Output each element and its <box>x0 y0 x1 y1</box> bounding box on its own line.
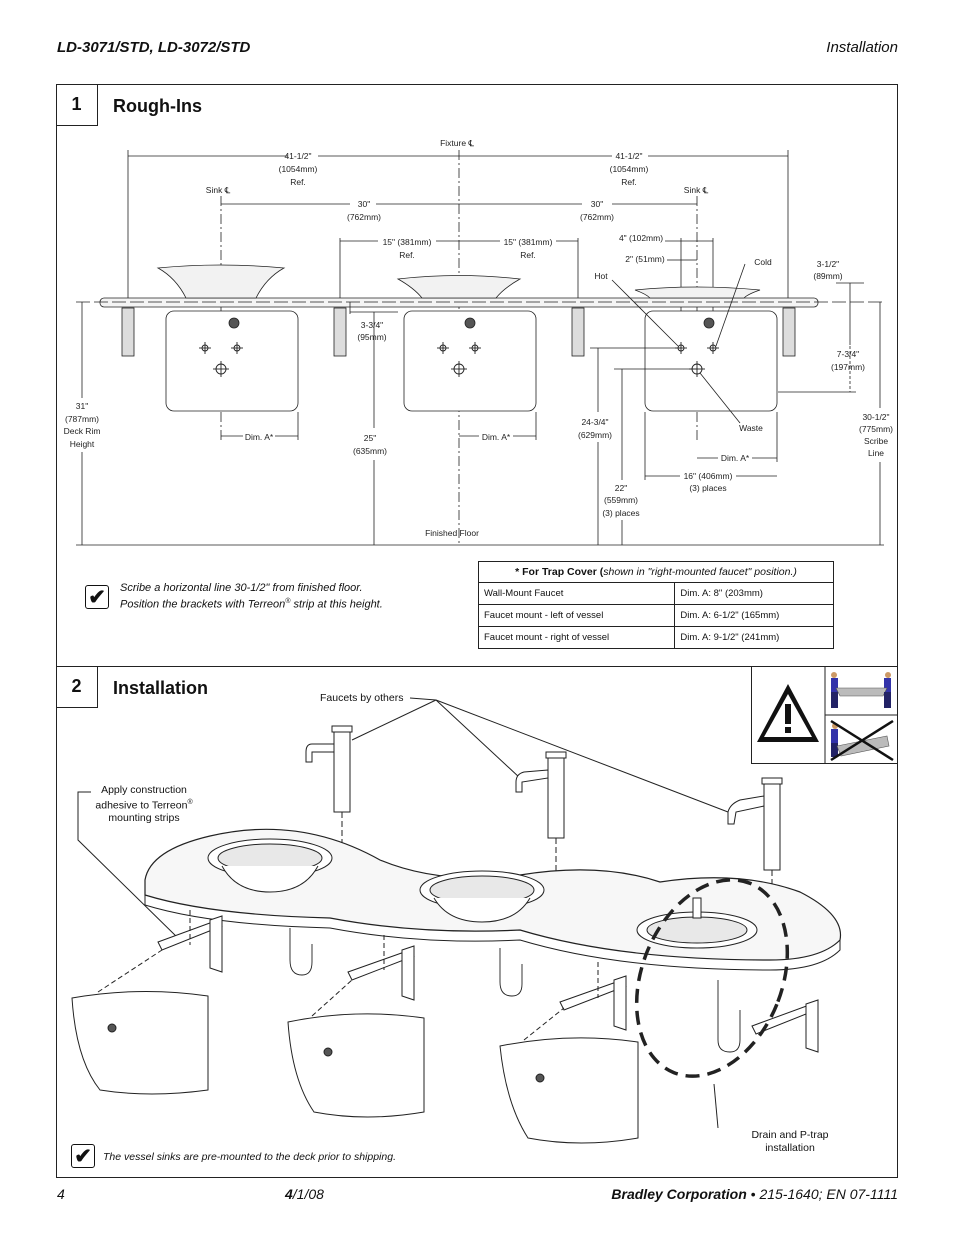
warning-triangle-icon <box>757 684 819 742</box>
dim-30-left-mm: (762mm) <box>347 212 381 222</box>
trap-table-title: * For Trap Cover (shown in "right-mounte… <box>478 561 834 583</box>
dim-30-right: 30" <box>591 199 603 209</box>
dim-41-left-mm: (1054mm) <box>279 164 318 174</box>
installation-diagram <box>71 697 842 1144</box>
adhesive-line-1: Apply construction <box>101 784 187 796</box>
adhesive-line-2: adhesive to Terreon <box>95 799 188 811</box>
dim-15-left-ref: Ref. <box>399 250 415 260</box>
table-cell: Faucet mount - right of vessel <box>477 626 676 649</box>
sink-right-label: Sink <box>684 185 701 195</box>
registered-mark: ® <box>187 798 193 806</box>
hot-label: Hot <box>594 271 608 281</box>
finished-floor-label: Finished Floor <box>425 528 479 538</box>
drain-line-2: installation <box>765 1141 815 1154</box>
scribe-note-line-2: Position the brackets with Terreon <box>120 598 286 611</box>
rough-in-diagram: Fixture ℄ Sink ℄ Sink ℄ 41-1/2" (1054mm)… <box>64 138 893 546</box>
dim-30-1-2-line: Line <box>868 448 884 458</box>
centerline-symbol: ℄ <box>467 138 474 148</box>
revision-date: 4/1/08 <box>285 1186 324 1202</box>
cold-label: Cold <box>754 257 772 267</box>
dim-30-1-2-scribe: Scribe <box>864 436 888 446</box>
dim-16-places: (3) places <box>689 483 726 493</box>
header-section: Installation <box>826 39 898 56</box>
dim-a-center: Dim. A* <box>482 432 511 442</box>
dim-22: 22" <box>615 483 627 493</box>
svg-text:Fixture ℄: Fixture ℄ <box>440 138 474 148</box>
dim-a-right: Dim. A* <box>721 453 750 463</box>
sink-left-label: Sink <box>206 185 223 195</box>
dim-25-mm: (635mm) <box>353 446 387 456</box>
check-icon: ✔ <box>85 585 109 609</box>
check-icon: ✔ <box>71 1144 95 1168</box>
centerline-symbol: ℄ <box>224 185 231 195</box>
scribe-note: Scribe a horizontal line 30-1/2" from fi… <box>120 581 383 612</box>
dim-3-3-4-mm: (95mm) <box>357 332 386 342</box>
dim-7-3-4: 7-3/4" <box>837 349 859 359</box>
table-row: Faucet mount - right of vessel Dim. A: 9… <box>477 626 834 649</box>
dim-3-3-4: 3-3/4" <box>361 320 383 330</box>
trap-cover-table: * For Trap Cover (shown in "right-mounte… <box>477 561 834 649</box>
model-numbers: LD-3071/STD, LD-3072/STD <box>57 39 251 56</box>
dim-4in: 4" (102mm) <box>619 233 663 243</box>
section-divider <box>56 666 898 667</box>
section-1-title: Rough-Ins <box>113 96 202 116</box>
dim-a-left: Dim. A* <box>245 432 274 442</box>
dim-3-1-2: 3-1/2" <box>817 259 839 269</box>
table-row: Faucet mount - left of vessel Dim. A: 6-… <box>477 604 834 627</box>
svg-text:Sink ℄: Sink ℄ <box>684 185 709 195</box>
two-person-lift-icon <box>831 672 891 708</box>
centerline-symbol: ℄ <box>702 185 709 195</box>
dim-2in: 2" (51mm) <box>625 254 665 264</box>
dim-31-height: Height <box>70 439 95 449</box>
fixture-label: Fixture <box>440 138 466 148</box>
registered-mark: ® <box>285 598 291 605</box>
dim-41-right-mm: (1054mm) <box>610 164 649 174</box>
dim-25: 25" <box>364 433 376 443</box>
dim-15-right-ref: Ref. <box>520 250 536 260</box>
section-1-number: 1 <box>56 84 98 126</box>
dim-41-right-ref: Ref. <box>621 177 637 187</box>
dim-41-left: 41-1/2" <box>284 151 311 161</box>
warning-panel <box>751 666 898 764</box>
dim-31: 31" <box>76 401 88 411</box>
drain-label: Drain and P-trap installation <box>738 1129 842 1154</box>
dim-31-mm: (787mm) <box>65 414 99 424</box>
dim-15-right: 15" (381mm) <box>504 237 553 247</box>
dim-31-deck-rim: Deck Rim <box>64 426 101 436</box>
dim-41-left-ref: Ref. <box>290 177 306 187</box>
scribe-note-line-1: Scribe a horizontal line 30-1/2" from fi… <box>120 582 363 594</box>
dim-30-1-2-mm: (775mm) <box>859 424 893 434</box>
dim-22-mm: (559mm) <box>604 495 638 505</box>
dim-24-3-4-mm: (629mm) <box>578 430 612 440</box>
dim-15-left: 15" (381mm) <box>383 237 432 247</box>
dim-30-1-2: 30-1/2" <box>862 412 889 422</box>
adhesive-line-3: mounting strips <box>108 811 180 824</box>
section-2-number: 2 <box>56 666 98 708</box>
dim-3-1-2-mm: (89mm) <box>813 271 842 281</box>
dim-22-places: (3) places <box>602 508 639 518</box>
dim-30-left: 30" <box>358 199 370 209</box>
no-single-lift-icon <box>830 719 894 762</box>
vessel-note: The vessel sinks are pre-mounted to the … <box>103 1151 396 1163</box>
dim-24-3-4: 24-3/4" <box>581 417 608 427</box>
faucets-label: Faucets by others <box>320 692 404 704</box>
content-frame <box>56 84 898 1178</box>
dim-41-right: 41-1/2" <box>615 151 642 161</box>
dim-16: 16" (406mm) <box>684 471 733 481</box>
company-document: Bradley Corporation • 215-1640; EN 07-11… <box>611 1186 898 1202</box>
scribe-note-line-2-end: strip at this height. <box>290 598 383 611</box>
dim-7-3-4-mm: (197mm) <box>831 362 865 372</box>
dim-30-right-mm: (762mm) <box>580 212 614 222</box>
waste-label: Waste <box>739 423 763 433</box>
svg-text:Sink ℄: Sink ℄ <box>206 185 231 195</box>
page-number: 4 <box>57 1186 65 1202</box>
adhesive-note: Apply construction adhesive to Terreon® … <box>88 784 200 824</box>
section-2-title: Installation <box>113 678 209 698</box>
table-cell: Dim. A: 9-1/2" (241mm) <box>674 626 834 649</box>
drain-line-1: Drain and P-trap <box>751 1129 829 1141</box>
